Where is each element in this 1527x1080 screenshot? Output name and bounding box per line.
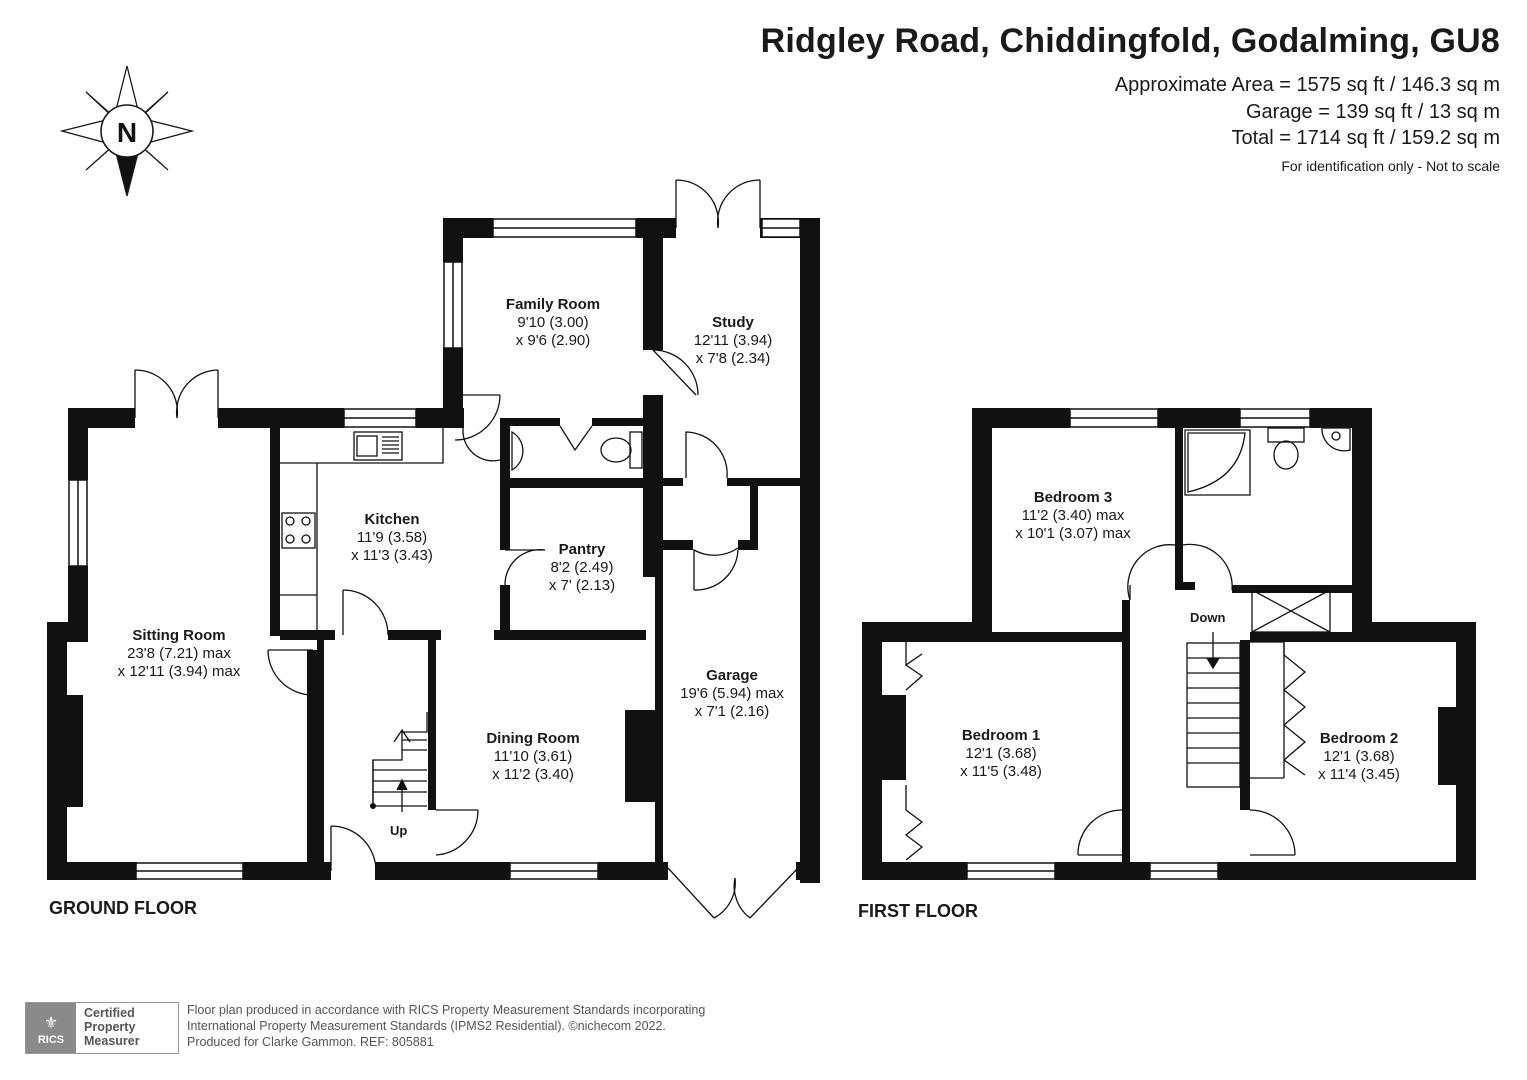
rics-emblem-icon: ⚜ bbox=[43, 1015, 59, 1032]
first-floor-label: FIRST FLOOR bbox=[858, 901, 978, 921]
room-dimension: 9'10 (3.00) bbox=[517, 314, 589, 331]
room-dimension: 11'10 (3.61) bbox=[493, 748, 573, 765]
room-bedroom-3: Bedroom 3 11'2 (3.40) max x 10'1 (3.07) … bbox=[1015, 489, 1130, 543]
room-dimension: 23'8 (7.21) max bbox=[127, 645, 231, 662]
total-area: Total = 1714 sq ft / 159.2 sq m bbox=[1231, 127, 1501, 149]
property-address-title: Ridgley Road, Chiddingfold, Godalming, G… bbox=[760, 22, 1500, 60]
first-floor-walls bbox=[862, 408, 1476, 880]
compass-north-letter: N bbox=[117, 117, 137, 148]
cert-line: Measurer bbox=[84, 1034, 140, 1048]
first-floor-doors bbox=[904, 427, 1351, 861]
room-dimension: x 11'4 (3.45) bbox=[1318, 766, 1400, 783]
room-dimension: 12'11 (3.94) bbox=[693, 332, 773, 349]
room-name: Study bbox=[712, 314, 754, 331]
room-dimension: 11'2 (3.40) max bbox=[1021, 507, 1125, 524]
room-dimension: 8'2 (2.49) bbox=[550, 559, 614, 576]
room-study: Study 12'11 (3.94) x 7'8 (2.34) bbox=[694, 314, 772, 368]
room-name: Kitchen bbox=[364, 511, 420, 528]
room-dimension: x 10'1 (3.07) max bbox=[1015, 525, 1131, 542]
room-dimension: x 11'3 (3.43) bbox=[351, 547, 433, 564]
room-name: Garage bbox=[706, 667, 758, 684]
footer-credits: Floor plan produced in accordance with R… bbox=[187, 1002, 705, 1050]
compass-rose-icon bbox=[59, 65, 195, 197]
first-floor-windows bbox=[966, 408, 1311, 880]
room-sitting-room: Sitting Room 23'8 (7.21) max x 12'11 (3.… bbox=[118, 627, 241, 681]
room-garage: Garage 19'6 (5.94) max x 7'1 (2.16) bbox=[680, 667, 784, 721]
room-dimension: 12'1 (3.68) bbox=[965, 745, 1037, 762]
room-dimension: x 12'11 (3.94) max bbox=[117, 663, 241, 680]
stairs-down-label: Down bbox=[1190, 610, 1226, 625]
ground-floor-doors bbox=[134, 179, 799, 919]
rics-certified-badge: ⚜ RICS Certified Property Measurer bbox=[25, 1002, 179, 1054]
cert-line: Certified bbox=[84, 1006, 135, 1020]
room-dimension: x 7' (2.13) bbox=[548, 577, 616, 594]
room-name: Sitting Room bbox=[132, 627, 226, 644]
room-bedroom-2: Bedroom 2 12'1 (3.68) x 11'4 (3.45) bbox=[1318, 730, 1400, 784]
ground-floor-windows bbox=[68, 218, 801, 880]
footer-line: International Property Measurement Stand… bbox=[187, 1019, 666, 1033]
room-dimension: 11'9 (3.58) bbox=[356, 529, 428, 546]
room-name: Pantry bbox=[558, 541, 606, 558]
room-dimension: x 11'5 (3.48) bbox=[960, 763, 1042, 780]
room-bedroom-1: Bedroom 1 12'1 (3.68) x 11'5 (3.48) bbox=[960, 727, 1042, 781]
stairs-up-label: Up bbox=[390, 823, 408, 838]
room-dining-room: Dining Room 11'10 (3.61) x 11'2 (3.40) bbox=[486, 730, 579, 784]
room-pantry: Pantry 8'2 (2.49) x 7' (2.13) bbox=[549, 541, 615, 595]
footer-line: Floor plan produced in accordance with R… bbox=[187, 1003, 706, 1017]
rics-logo-text: RICS bbox=[37, 1034, 65, 1046]
rics-logo-icon: ⚜ RICS bbox=[26, 1003, 76, 1053]
approximate-area: Approximate Area = 1575 sq ft / 146.3 sq… bbox=[1114, 74, 1500, 96]
room-dimension: x 9'6 (2.90) bbox=[515, 332, 591, 349]
scale-disclaimer: For identification only - Not to scale bbox=[1281, 158, 1500, 174]
ground-floor-walls bbox=[47, 218, 820, 883]
room-name: Bedroom 1 bbox=[961, 727, 1041, 744]
footer-line: Produced for Clarke Gammon. REF: 805881 bbox=[187, 1035, 434, 1049]
room-name: Dining Room bbox=[486, 730, 580, 747]
room-dimension: 19'6 (5.94) max bbox=[680, 685, 784, 702]
room-name: Bedroom 2 bbox=[1319, 730, 1399, 747]
certified-property-measurer: Certified Property Measurer bbox=[84, 1006, 140, 1048]
room-dimension: 12'1 (3.68) bbox=[1323, 748, 1395, 765]
room-name: Bedroom 3 bbox=[1033, 489, 1113, 506]
garage-area: Garage = 139 sq ft / 13 sq m bbox=[1245, 101, 1500, 123]
ground-floor-label: GROUND FLOOR bbox=[49, 898, 197, 918]
room-dimension: x 7'8 (2.34) bbox=[695, 350, 771, 367]
room-family-room: Family Room 9'10 (3.00) x 9'6 (2.90) bbox=[506, 296, 600, 350]
cert-line: Property bbox=[84, 1020, 136, 1034]
stair-newel bbox=[370, 803, 376, 809]
room-dimension: x 11'2 (3.40) bbox=[492, 766, 574, 783]
room-dimension: x 7'1 (2.16) bbox=[694, 703, 770, 720]
room-kitchen: Kitchen 11'9 (3.58) x 11'3 (3.43) bbox=[351, 511, 433, 565]
room-name: Family Room bbox=[505, 296, 601, 313]
